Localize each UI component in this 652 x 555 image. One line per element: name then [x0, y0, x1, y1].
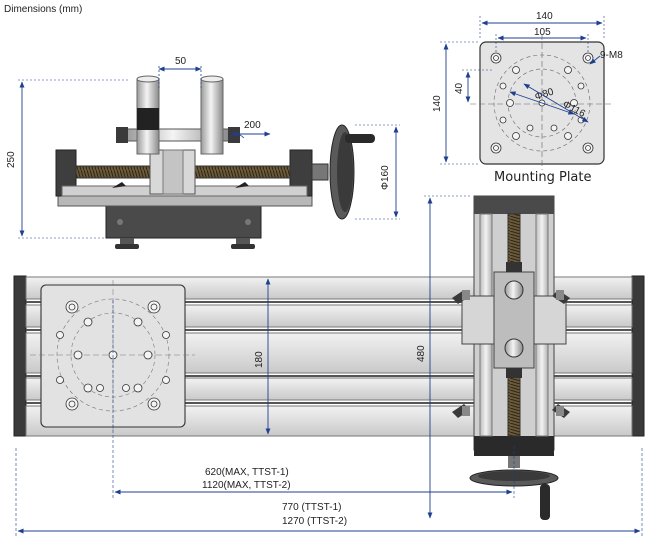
dim-plate-height-inner-label: 40 — [454, 82, 465, 94]
top-handwheel-grip — [540, 484, 550, 520]
dim-stroke-label: 200 — [244, 120, 261, 131]
dim-travel-2-label: 1120(MAX, TTST-2) — [202, 480, 291, 491]
side-base-block — [105, 205, 262, 239]
dim-line-holes — [589, 55, 601, 65]
top-crosshead-bushing-upper — [504, 280, 524, 300]
top-crosshead-bushing-lower — [504, 338, 524, 358]
top-endcap-left — [13, 275, 27, 437]
dim-plate-width-inner-label: 105 — [534, 27, 551, 38]
side-handwheel-grip — [345, 134, 375, 143]
page-title: Dimensions (mm) — [4, 4, 82, 15]
dim-line-outer-circle — [523, 83, 589, 123]
dim-rail-height-label: 180 — [254, 351, 265, 368]
side-foot-right — [236, 238, 250, 246]
mounting-plate-caption: Mounting Plate — [494, 170, 592, 185]
side-lower-plate — [57, 195, 313, 207]
top-plate-holes — [56, 300, 170, 411]
side-foot-left — [120, 238, 134, 246]
dim-spacing-label: 50 — [175, 56, 187, 67]
dim-crosshead-height-label: 480 — [416, 345, 427, 362]
top-view: 180 480 620(MAX, TTST-1) 1120(MAX, TTST-… — [13, 195, 645, 538]
dim-length-1-label: 770 (TTST-1) — [282, 502, 341, 513]
side-cylinder-right — [200, 78, 224, 155]
dim-travel-1-label: 620(MAX, TTST-1) — [205, 467, 289, 478]
dim-holes-label: 9-M8 — [600, 50, 623, 61]
mounting-plate-view: 140 105 140 40 9-M8 Φ80 Φ116 Mounting Pl… — [432, 11, 623, 185]
dim-plate-height-outer-label: 140 — [432, 95, 443, 112]
dim-plate-width-outer-label: 140 — [536, 11, 553, 22]
plate-outer-circle — [493, 54, 591, 152]
dim-height-label: 250 — [6, 151, 17, 168]
dim-handwheel-label: Φ160 — [380, 165, 391, 190]
dim-length-2-label: 1270 (TTST-2) — [282, 516, 347, 527]
top-endcap-right — [631, 275, 645, 437]
side-view: 50 250 200 Φ160 — [6, 56, 400, 249]
